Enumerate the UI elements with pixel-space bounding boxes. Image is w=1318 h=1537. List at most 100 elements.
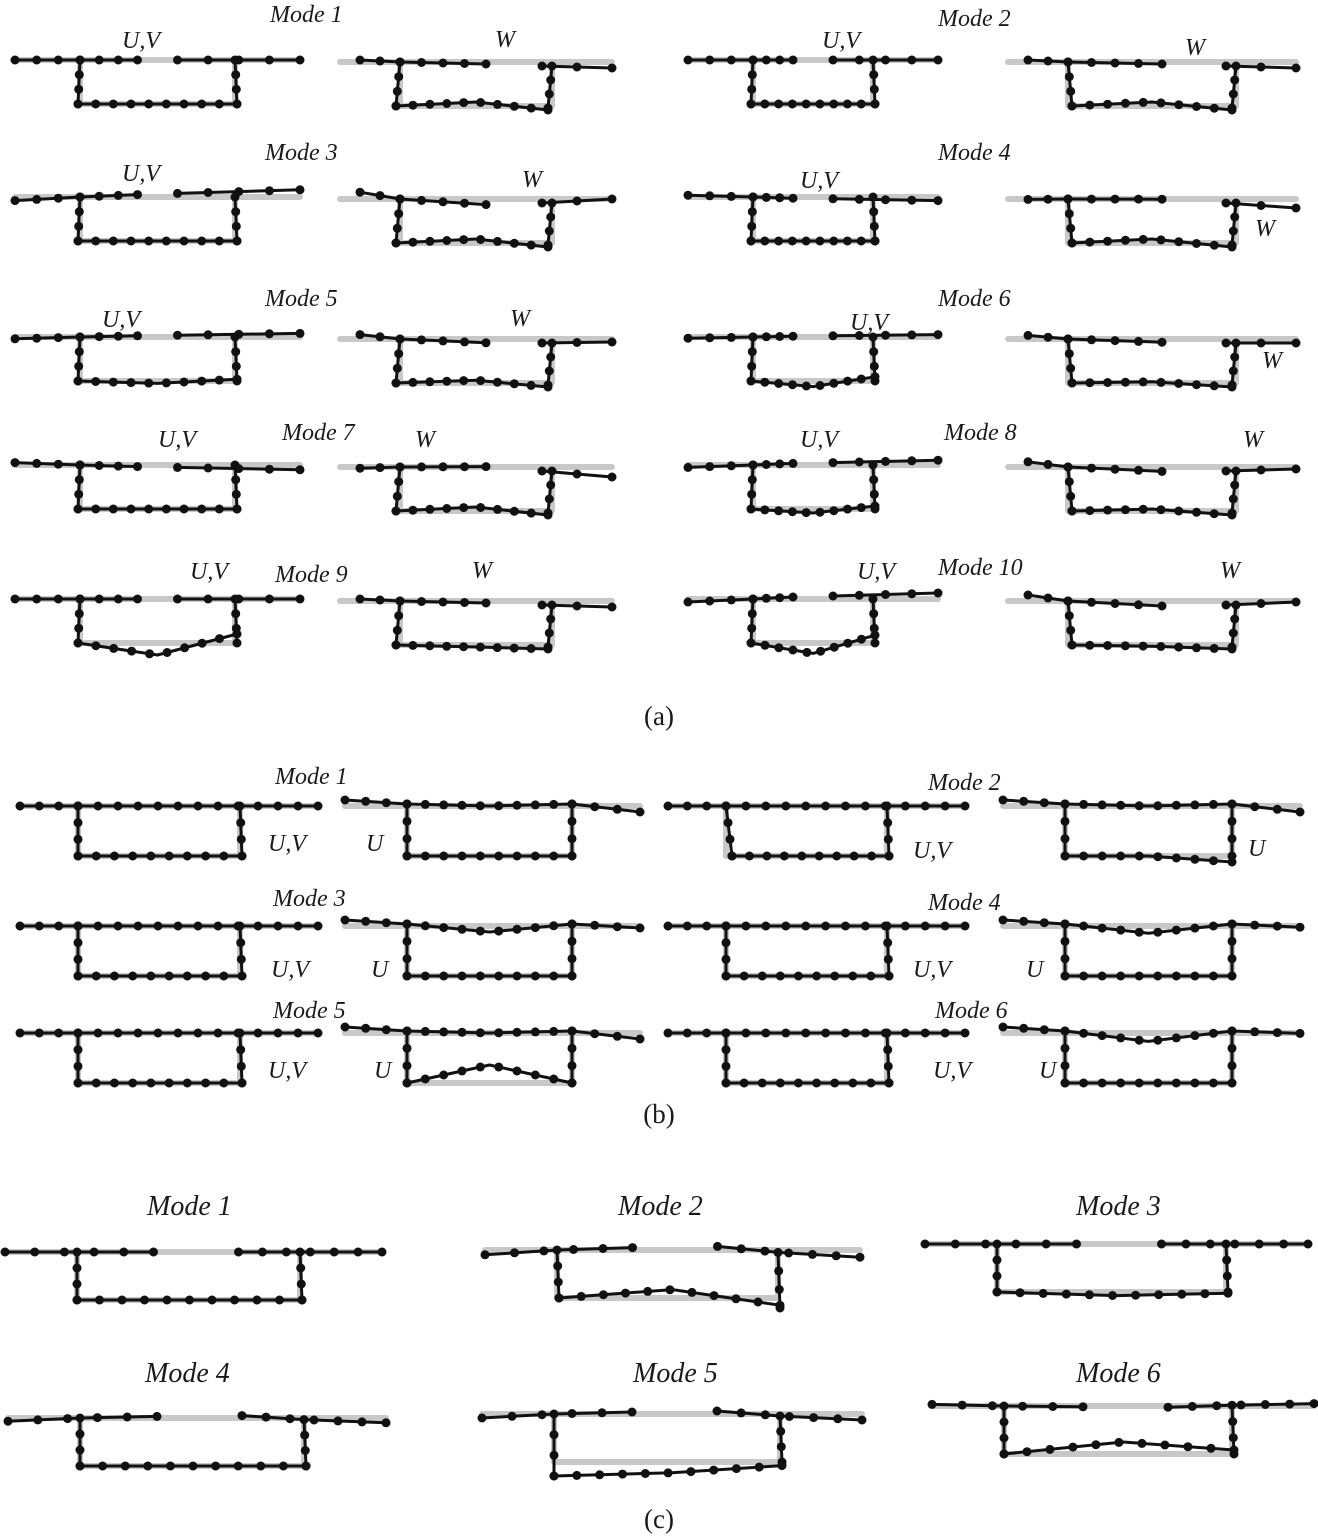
b4-uv-ref-box-member [723, 923, 890, 979]
b5-u-deck-left-node [340, 1022, 350, 1032]
a2-uv-bottom-flange-node [801, 99, 811, 109]
a3-uv-bottom-flange-node [197, 236, 207, 246]
a3-w-bottom-flange-node [391, 238, 401, 248]
c5-bottom-flange-node [731, 1464, 741, 1474]
a3-uv-web-left-member [76, 195, 82, 243]
b6-u-bottom-flange-node [1079, 1078, 1089, 1088]
b4-uv-deck-right-node [741, 921, 751, 931]
c4-deck-right-node [309, 1415, 319, 1425]
a3-w-ref-box-member [397, 196, 555, 246]
b3-u-web-right-node [567, 954, 577, 964]
c3-bottom-flange-node [1038, 1288, 1048, 1298]
b6-u-bottom-flange-node [1227, 1078, 1237, 1088]
a1-w-web-left-node [392, 86, 402, 96]
a4-uv-bottom-flange-node [760, 236, 770, 246]
a5-uv-deck-right-node [203, 330, 213, 340]
a7-w-deck-left-node [375, 463, 385, 473]
a2-uv-bottom-flange-node [774, 99, 784, 109]
a5-uv-web-left-node [74, 347, 84, 357]
c1-web-right-node [296, 1263, 306, 1273]
a1-uv-web-right-node [230, 55, 240, 65]
a10-uv-deck-mid-node [761, 593, 771, 603]
b4-u-bottom-flange-node [1116, 971, 1126, 981]
a6-uv-deck-right-node [828, 331, 838, 341]
u-label-b1: U [366, 831, 385, 857]
a6-uv-web-left-node [748, 332, 758, 342]
c4-deck-left-node [63, 1414, 73, 1424]
b1-u-deck-mid-node [475, 801, 485, 811]
a8-uv-bottom-flange-node [856, 503, 866, 513]
u-label-b3: U [371, 957, 390, 983]
c2-bottom-flange-node [709, 1291, 719, 1301]
a3-w-bottom-flange-node [476, 235, 486, 244]
b2-uv-bottom-flange-node [814, 851, 824, 861]
b2-uv-deck-right-node [801, 801, 811, 811]
a3-w-web-right-member [546, 201, 554, 247]
a7-uv-deck-mid-node [94, 461, 104, 470]
b1-uv-deck-right-node [313, 801, 323, 811]
b5-uv-deck-right-node [193, 1028, 203, 1038]
a9-uv-bottom-flange-member [76, 632, 239, 657]
a5-w-web-left-node [392, 363, 402, 373]
b2-uv-deck-left-node [663, 801, 673, 811]
a10-w-deck-right-node [1256, 599, 1266, 608]
a8-uv-deck-mid-node [761, 460, 771, 469]
c4-web-right-node [300, 1446, 310, 1455]
c6-web-left-node [999, 1417, 1009, 1427]
a9-uv-bottom-flange-node [162, 648, 172, 657]
c4-deck-left-node [3, 1416, 13, 1426]
b6-u-deck-mid-member [1063, 1029, 1234, 1043]
c6-deck-right-node [1260, 1400, 1270, 1409]
a10-uv-bottom-flange-node [856, 634, 866, 644]
b4-u-deck-mid-node [1097, 923, 1107, 933]
c5-deck-left-node [507, 1411, 517, 1421]
a1-uv-web-right-node [231, 84, 241, 94]
b1-u-bottom-flange-node [549, 851, 559, 861]
b3-uv-bottom-flange-node [109, 971, 119, 981]
a9-uv-bottom-flange-node [232, 629, 242, 639]
a4-w-deck-mid-node [1134, 194, 1143, 204]
c2-deck-right-node [784, 1248, 794, 1258]
c5-deck-left-node [537, 1410, 547, 1420]
b1-u-deck-left-member [343, 798, 409, 806]
b3-uv-web-right-node [236, 954, 246, 964]
uv-label-b6: U,V [933, 1058, 973, 1084]
a3-uv-deck-right-node [203, 188, 213, 197]
b5-u-deck-left-node [381, 1025, 391, 1035]
b6-u-bottom-flange-node [1153, 1078, 1163, 1088]
a1-uv-bottom-flange-node [232, 99, 242, 109]
b2-u-deck-mid-member [1063, 802, 1234, 808]
a4-uv-deck-mid-member [751, 195, 795, 200]
b6-uv-bottom-flange-node [757, 1078, 767, 1088]
mode-title-c3: Mode 3 [1075, 1191, 1161, 1222]
c4-deck-right-node [285, 1414, 295, 1424]
a9-w-bottom-flange-node [509, 643, 519, 653]
uv-label-a8: U,V [800, 427, 840, 453]
c5-bottom-flange-node [618, 1469, 627, 1479]
a6-uv-deck-mid-member [751, 334, 795, 339]
a10-uv-ref-box-member [750, 596, 876, 646]
a3-w-bottom-flange-node [526, 240, 536, 250]
a5-w-web-right-node [546, 352, 556, 362]
b6-u-bottom-flange-node [1134, 1078, 1144, 1088]
mode-title-b5: Mode 5 [272, 998, 346, 1024]
b1-u-bottom-flange-node [512, 851, 522, 861]
b3-u-bottom-flange-node [512, 971, 522, 981]
a2-w-web-left-node [1063, 57, 1073, 67]
a7-uv-web-right-node [231, 489, 241, 499]
b6-u-web-left-node [1060, 1043, 1070, 1053]
a9-uv-web-right-node [230, 594, 240, 604]
c2-bottom-flange-node [687, 1287, 697, 1297]
b1-u-deck-mid-node [457, 800, 467, 810]
a1-uv-web-right-node [231, 70, 241, 80]
b2-u-web-right-node [1227, 816, 1237, 826]
b1-uv-deck-right-node [253, 801, 263, 811]
a5-uv-deck-mid-member [78, 334, 139, 339]
c1-web-left-node [72, 1247, 82, 1257]
b4-u-deck-mid-node [1208, 921, 1218, 931]
c2-deck-right-node [713, 1241, 722, 1251]
a6-w-web-right-node [1230, 352, 1240, 362]
b4-uv-web-left-node [721, 921, 731, 931]
a2-w-deck-right-node [1221, 61, 1231, 71]
c6-deck-left-node [1018, 1401, 1028, 1411]
